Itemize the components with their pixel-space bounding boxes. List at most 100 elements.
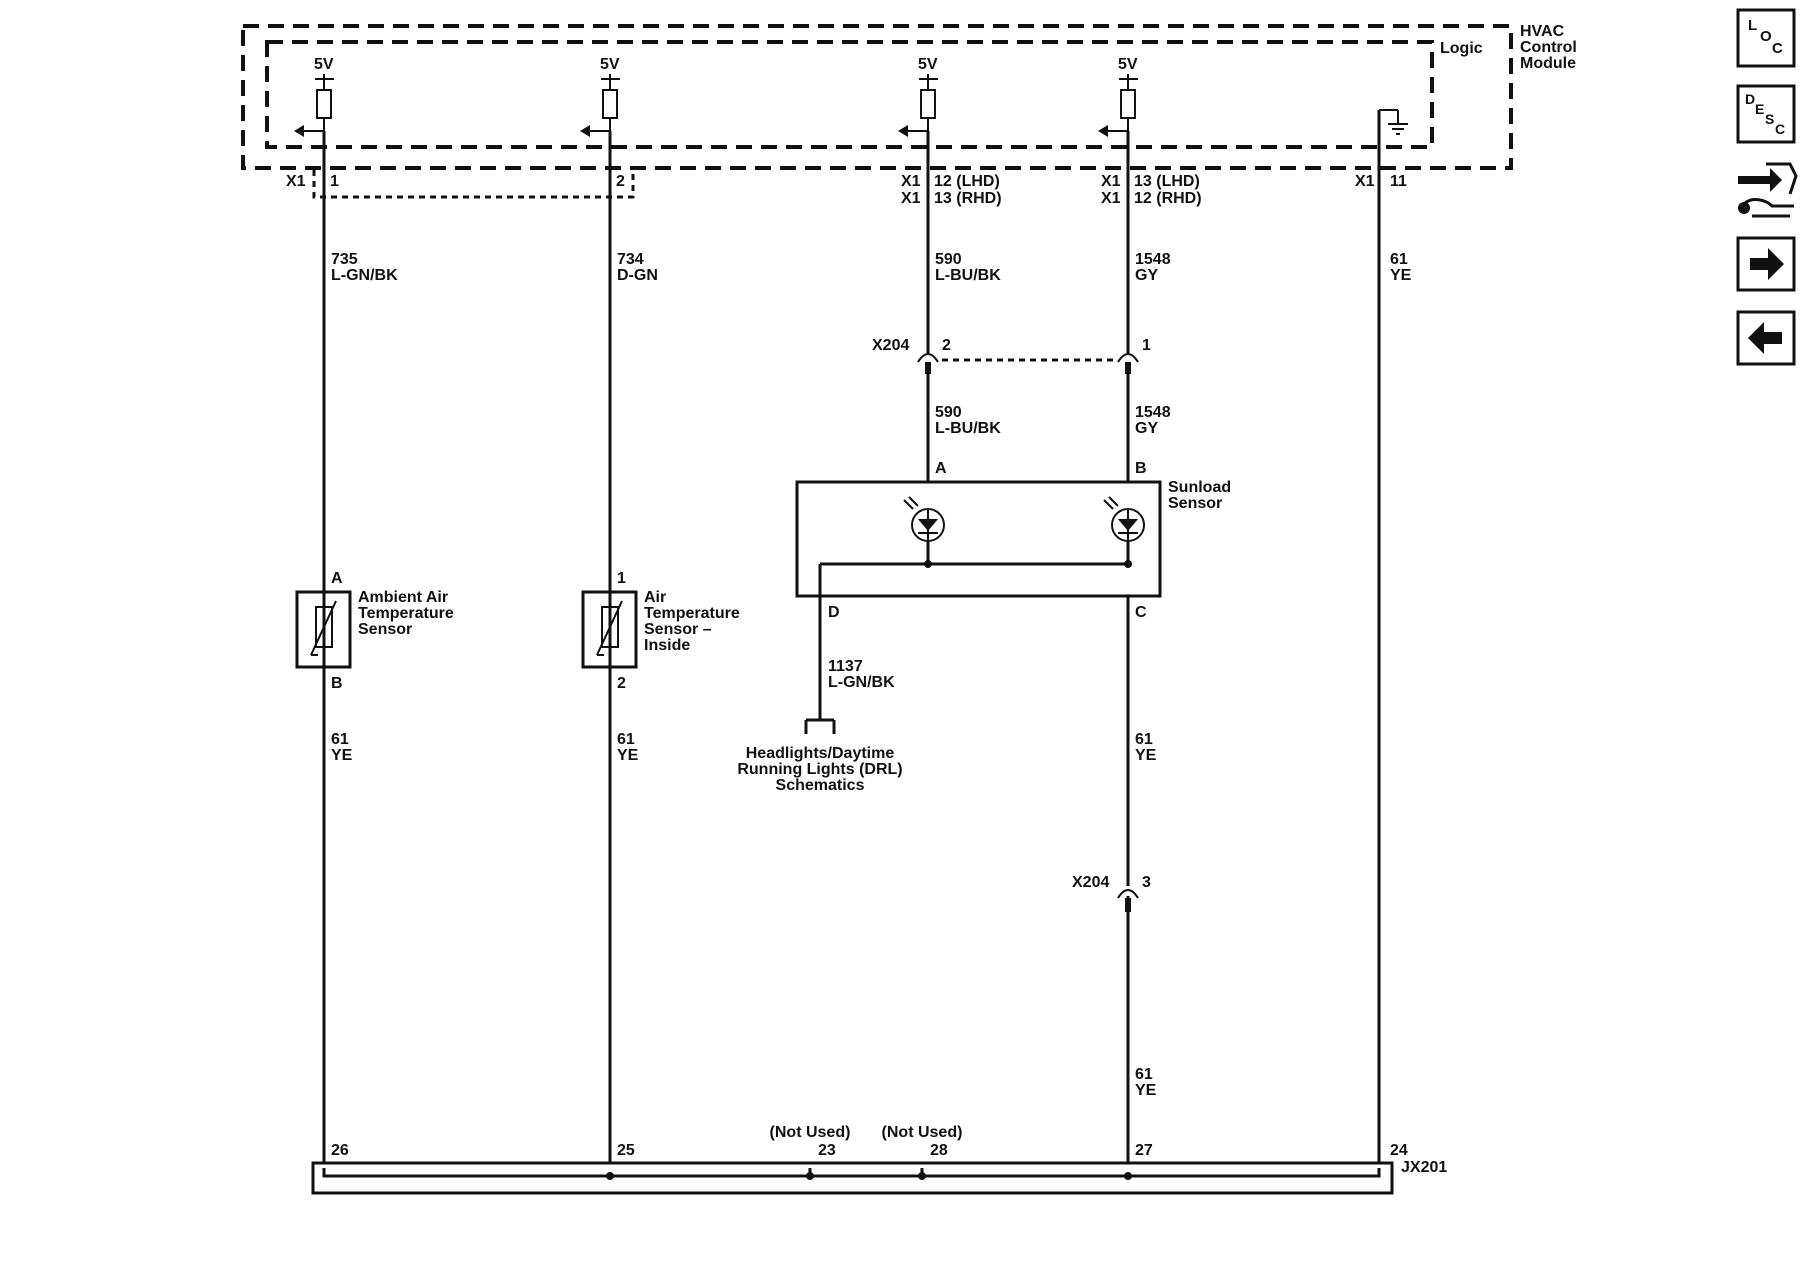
inline-connector-x204-top: X204 2 1 [872,337,1151,374]
pin-label: 13 (RHD) [934,190,1002,207]
inline-connector-label: X204 [872,337,909,354]
supply-label: 5V [600,56,620,73]
wire-number: 61 [331,731,349,748]
next-page-button[interactable] [1736,236,1796,292]
pin-label: 2 [616,173,625,190]
wire-number: 61 [1390,251,1408,268]
module-name-line-3: Module [1520,55,1576,72]
pin-label: 2 [617,675,626,692]
photodiode-right-icon [1103,496,1145,542]
loc-letter-3: C [1772,40,1783,57]
supply-label: 5V [1118,56,1138,73]
pin-label: 12 (RHD) [1134,190,1202,207]
inside-air-temperature-sensor: 1 Air Temperature Sensor – Inside 2 [581,570,740,692]
pin-label: B [331,675,343,692]
drl-reference-line-3[interactable]: Schematics [776,777,865,794]
ambient-air-temperature-sensor: A Ambient Air Temperature Sensor B [295,570,454,692]
wire-color: GY [1135,420,1158,437]
pin-label: B [1135,460,1147,477]
sensor-name-line-1: Ambient Air [358,589,448,606]
wire-number: 61 [617,731,635,748]
sensor-name-line-4: Inside [644,637,690,654]
wire-color: L-GN/BK [331,267,398,284]
supply-sunload-right: 5V [1098,56,1138,137]
pin-label: D [828,604,840,621]
logic-outline [265,40,1434,149]
wire-number: 735 [331,251,358,268]
wire-color: YE [617,747,639,764]
pin-label: 25 [617,1142,635,1159]
logic-label: Logic [1440,40,1483,57]
connector-label-x1: X1 [901,173,921,190]
supply-ambient: 5V [294,56,334,137]
wire-color: YE [1390,267,1412,284]
connector-label-x1: X1 [901,190,921,207]
sensor-name-line-2: Temperature [358,605,454,622]
ground-icon [1377,109,1408,1168]
splice-jx201: JX201 26 25 23 28 27 24 (Not Used) (Not … [311,1124,1447,1195]
desc-letter-1: D [1745,91,1755,107]
connector-label-x1: X1 [1101,173,1121,190]
connector-diagnostic-icon[interactable] [1738,162,1798,218]
sunload-sensor: A B Sunload Sensor D C [795,460,1231,720]
previous-page-button[interactable] [1736,310,1796,366]
wire-number: 590 [935,404,962,421]
supply-inside: 5V [580,56,620,137]
wire-color: YE [331,747,353,764]
wire-color: YE [1135,1082,1157,1099]
wire-color: GY [1135,267,1158,284]
drl-reference-line-1[interactable]: Headlights/Daytime [746,745,895,762]
wire-number: 61 [1135,1066,1153,1083]
pin-label: 13 (LHD) [1134,173,1200,190]
pin-label: 27 [1135,1142,1153,1159]
connector-label-x1: X1 [286,173,306,190]
location-button[interactable]: L O C [1736,8,1796,68]
wire-number: 734 [617,251,644,268]
supply-label: 5V [314,56,334,73]
sunload-sensor-name-1: Sunload [1168,479,1231,496]
supply-sunload-left: 5V [898,56,938,137]
connector-group-outline [312,170,635,199]
wire-color: D-GN [617,267,658,284]
module-name-line-2: Control [1520,39,1577,56]
not-used-label: (Not Used) [770,1124,851,1141]
pin-label: 12 (LHD) [934,173,1000,190]
inline-connector-x204-bottom: X204 3 [1072,874,1151,912]
hvac-module-outline [241,24,1513,170]
module-name-line-1: HVAC [1520,23,1565,40]
splice-name: JX201 [1401,1159,1447,1176]
pin-label: A [935,460,947,477]
desc-letter-2: E [1755,101,1764,117]
wire-color: L-GN/BK [828,674,895,691]
drl-reference-line-2[interactable]: Running Lights (DRL) [737,761,902,778]
arrow-right-icon [1750,248,1784,280]
wire-number: 1137 [828,658,863,675]
pin-label: 1 [617,570,626,587]
description-button[interactable]: D E S C [1736,84,1796,144]
not-used-label: (Not Used) [882,1124,963,1141]
desc-letter-3: S [1765,111,1774,127]
arrow-left-icon [1748,322,1782,354]
pin-label: 1 [330,173,339,190]
wire-number: 1548 [1135,251,1171,268]
wire-color: YE [1135,747,1157,764]
connector-label-x1: X1 [1101,190,1121,207]
pin-label: 28 [930,1142,948,1159]
pin-label: 11 [1390,173,1407,190]
pin-label: 2 [942,337,951,354]
sensor-name-line-2: Temperature [644,605,740,622]
sensor-name-line-3: Sensor [358,621,412,638]
wire-number: 61 [1135,731,1153,748]
wire-color: L-BU/BK [935,420,1001,437]
pin-label: 1 [1142,337,1151,354]
wire-number: 590 [935,251,962,268]
pin-label: 26 [331,1142,349,1159]
loc-letter-2: O [1760,28,1772,45]
sunload-sensor-name-2: Sensor [1168,495,1222,512]
pin-label: 24 [1390,1142,1408,1159]
sensor-name-line-1: Air [644,589,666,606]
connector-label-x1: X1 [1355,173,1375,190]
drl-reference-icon [804,718,836,734]
pin-label: C [1135,604,1147,621]
